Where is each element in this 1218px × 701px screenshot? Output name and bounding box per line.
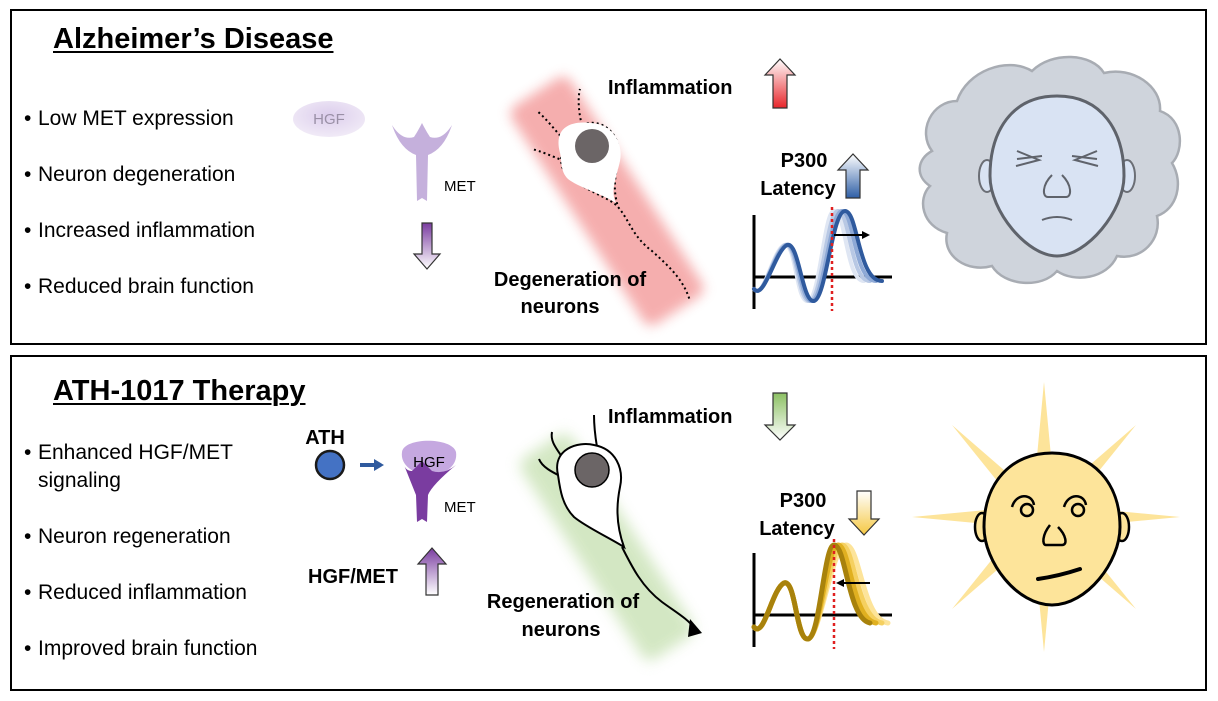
therapy-panel: ATH-1017 Therapy •Enhanced HGF/MET signa… [10, 355, 1207, 691]
content-face-icon [912, 382, 1180, 652]
list-item: •Neuron degeneration [24, 163, 236, 186]
inflammation-down-arrow-icon [763, 392, 797, 441]
alzheimers-panel: Alzheimer’s Disease •Low MET expression … [10, 9, 1207, 345]
inflammation-label: Inflammation [608, 77, 732, 99]
list-item: •Increased inflammation [24, 219, 256, 242]
neuron-nucleus [574, 452, 610, 488]
met-label: MET [444, 178, 476, 195]
p300-waveform-plot [752, 207, 892, 311]
panel-title: ATH-1017 Therapy [53, 375, 306, 407]
hgf-label: HGF [313, 111, 345, 128]
p300-down-arrow-icon [847, 490, 881, 536]
list-item: •Enhanced HGF/MET [24, 441, 233, 464]
list-item: signaling [38, 469, 121, 492]
list-item: •Reduced brain function [24, 275, 254, 298]
distressed-face-icon [918, 55, 1182, 285]
degenerating-neuron-icon [531, 88, 691, 302]
hgf-label: HGF [413, 454, 445, 471]
alzheimers-illustration: HGF MET Degeneration of neurons Inflamma… [293, 55, 1182, 326]
met-label: MET [444, 499, 476, 516]
hgf-protein-icon [293, 101, 365, 137]
p300-label-line1: P300 [781, 150, 828, 172]
panel-title: Alzheimer’s Disease [53, 23, 334, 55]
hgf-met-up-arrow-icon [416, 547, 448, 596]
ath-molecule-icon [314, 449, 346, 481]
met-receptor-icon [392, 123, 452, 201]
therapy-illustration: ATH HGF MET HGF/MET Regeneration of neur… [305, 382, 1180, 661]
p300-up-arrow-icon [836, 153, 870, 199]
neuron-label-line2: neurons [521, 296, 600, 318]
ath-label: ATH [305, 427, 345, 449]
list-item: •Low MET expression [24, 107, 234, 130]
neuron-nucleus [575, 129, 609, 163]
waveform-trace [751, 542, 873, 642]
binding-arrow-icon [360, 459, 384, 471]
hgf-met-down-arrow-icon [412, 222, 442, 270]
inflammation-up-arrow-icon [763, 58, 797, 109]
inflammation-label: Inflammation [608, 406, 732, 428]
hgf-met-label: HGF/MET [308, 566, 398, 588]
neuron-label-line1: Degeneration of [494, 269, 647, 291]
list-item: •Improved brain function [24, 637, 258, 660]
p300-waveform-plot [751, 539, 892, 649]
neuron-label-line2: neurons [522, 619, 601, 641]
p300-label-line2: Latency [760, 178, 836, 200]
list-item: •Neuron regeneration [24, 525, 231, 548]
neuron-label-line1: Regeneration of [487, 591, 640, 613]
hgf-met-complex-icon [401, 440, 457, 522]
p300-label-line1: P300 [780, 490, 827, 512]
p300-label-line2: Latency [759, 518, 835, 540]
waveform-trace [752, 208, 884, 303]
list-item: •Reduced inflammation [24, 581, 247, 604]
axon-arrowhead-icon [688, 619, 702, 637]
